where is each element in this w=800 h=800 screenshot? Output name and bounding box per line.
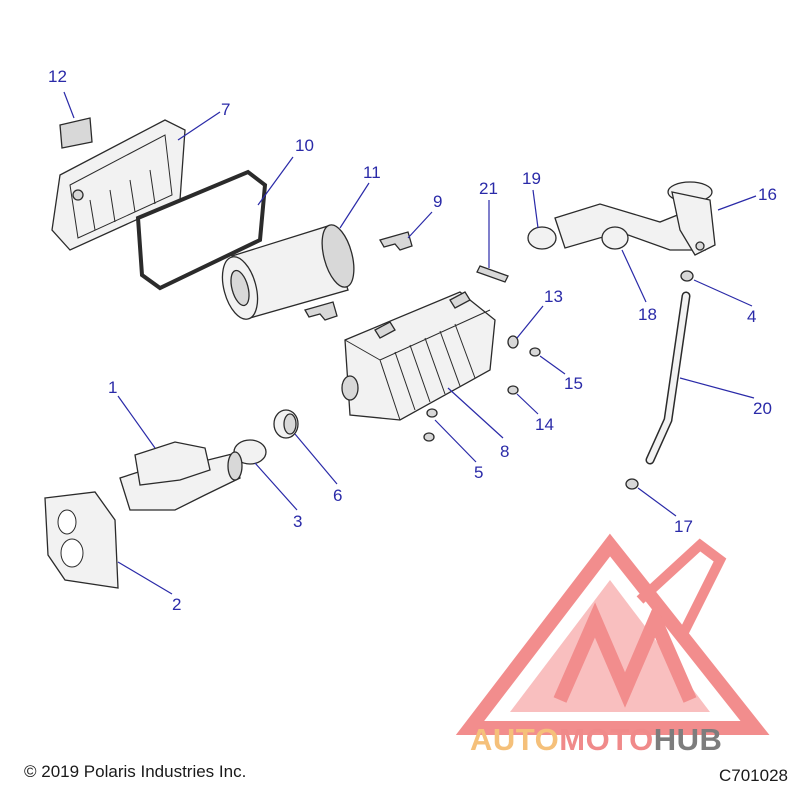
callout-4: 4 [747, 307, 756, 326]
part-7-airbox-cover [51, 119, 186, 251]
callout-19: 19 [522, 169, 541, 188]
part-18-clamp [601, 226, 629, 250]
callout-11: 11 [363, 163, 381, 182]
part-17-clip [625, 478, 639, 490]
part-11-air-filter [221, 224, 355, 320]
callout-3: 3 [293, 512, 302, 531]
callout-6: 6 [333, 486, 342, 505]
part-13-fastener [507, 335, 519, 349]
callout-18: 18 [638, 305, 657, 324]
watermark-moto: MOTO [559, 722, 653, 757]
callout-16: 16 [758, 185, 777, 204]
part-16-intake-duct [554, 181, 716, 256]
part-12-decal [59, 117, 93, 149]
part-9-clip-upper [379, 231, 413, 251]
part-10-gasket [135, 169, 268, 291]
callout-5: 5 [474, 463, 483, 482]
callout-2: 2 [172, 595, 181, 614]
part-4-cap [680, 270, 694, 282]
watermark-auto: AUTO [470, 722, 559, 757]
catalog-number: C701028 [718, 766, 788, 785]
part-8-airbox-body [341, 291, 496, 421]
callout-21: 21 [479, 179, 498, 198]
callout-15: 15 [564, 374, 583, 393]
callout-17: 17 [674, 517, 693, 536]
callout-8: 8 [500, 442, 509, 461]
part-6-coupler [273, 409, 299, 439]
callout-14: 14 [535, 415, 554, 434]
part-5-screw-b [423, 432, 435, 442]
callout-7: 7 [221, 100, 230, 119]
callout-1: 1 [108, 378, 117, 397]
part-9-clip-lower [304, 301, 338, 321]
callout-9: 9 [433, 192, 442, 211]
part-19-clamp [527, 226, 557, 250]
callout-10: 10 [295, 136, 314, 155]
copyright-notice: © 2019 Polaris Industries Inc. [24, 762, 247, 781]
callout-20: 20 [753, 399, 772, 418]
watermark-text: AUTOMOTOHUB [470, 722, 722, 757]
part-5-screw-a [426, 408, 438, 418]
watermark-hub: HUB [654, 722, 723, 757]
part-15-screw [529, 347, 541, 357]
part-14-screw [507, 385, 519, 395]
callout-13: 13 [544, 287, 563, 306]
watermark-logo [455, 533, 770, 735]
callout-labels: 12 7 10 11 9 21 19 16 13 4 18 15 20 1 14… [48, 67, 777, 614]
part-21-strap [476, 265, 509, 283]
part-1-outlet-duct [119, 441, 243, 511]
part-2-plate [44, 491, 119, 589]
callout-12: 12 [48, 67, 67, 86]
leader-lines [63, 91, 757, 595]
